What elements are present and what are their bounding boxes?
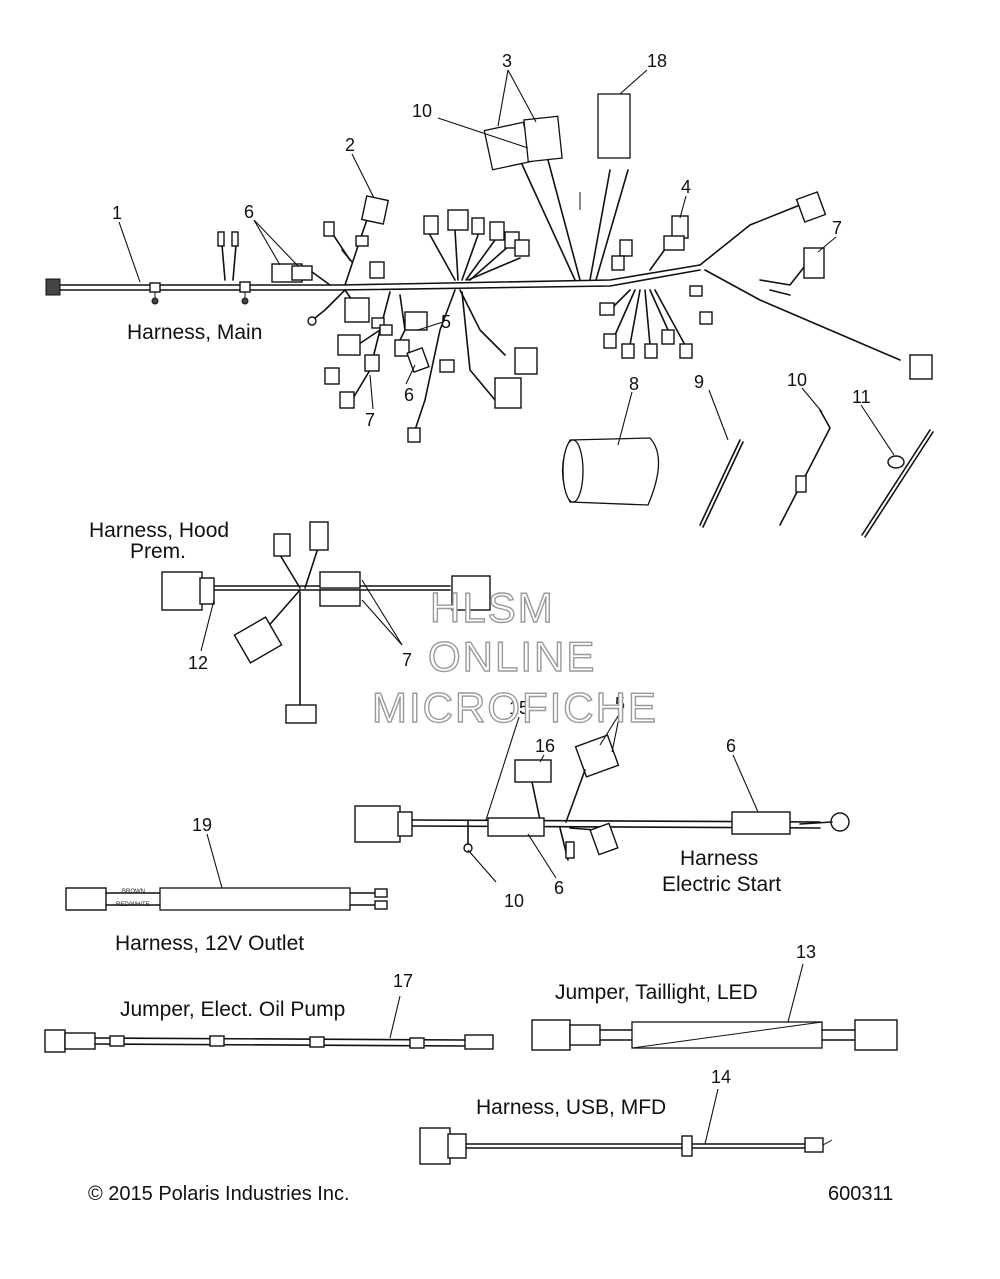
hood-harness bbox=[161, 521, 491, 724]
captions: Harness, Main Harness, Hood Prem. Harnes… bbox=[89, 321, 781, 1119]
caption-harness-hood-line2: Prem. bbox=[130, 540, 186, 563]
callout-hood-12: 12 bbox=[188, 653, 208, 673]
jumper-oil-pump bbox=[44, 1029, 494, 1053]
callout-main-5: 5 bbox=[441, 312, 451, 332]
caption-jumper-oil-pump: Jumper, Elect. Oil Pump bbox=[120, 998, 345, 1021]
caption-harness-12v: Harness, 12V Outlet bbox=[115, 932, 304, 955]
copyright-text: © 2015 Polaris Industries Inc. bbox=[88, 1183, 350, 1205]
callout-main-6-low: 6 bbox=[404, 385, 414, 405]
caption-harness-hood-line1: Harness, Hood bbox=[89, 519, 229, 542]
callout-main-6-top: 6 bbox=[244, 202, 254, 222]
callout-es-10: 10 bbox=[504, 891, 524, 911]
callout-tail-13: 13 bbox=[796, 942, 816, 962]
callout-main-7-left: 7 bbox=[365, 410, 375, 430]
callout-part-9: 9 bbox=[694, 372, 704, 392]
harness-12v-outlet bbox=[65, 887, 388, 911]
caption-harness-electric-line1: Harness bbox=[680, 847, 758, 870]
watermark: HLSM ONLINE MICROFICHE bbox=[371, 583, 658, 731]
callout-part-10: 10 bbox=[787, 370, 807, 390]
part-9-cable-tie bbox=[699, 439, 744, 528]
part-11-push-mount-tie bbox=[861, 429, 934, 538]
main-harness bbox=[45, 93, 933, 443]
callout-es-16: 16 bbox=[535, 736, 555, 756]
watermark-line2: ONLINE bbox=[428, 633, 596, 680]
harness-usb bbox=[419, 1127, 833, 1165]
wire-label-brown: BROWN bbox=[122, 889, 145, 895]
callout-es-6-low: 6 bbox=[554, 878, 564, 898]
callout-main-7-right: 7 bbox=[832, 218, 842, 238]
wire-label-red-white: RED/WHITE bbox=[116, 902, 150, 908]
callout-hood-7: 7 bbox=[402, 650, 412, 670]
footer: © 2015 Polaris Industries Inc. 600311 bbox=[88, 1183, 893, 1205]
caption-harness-usb: Harness, USB, MFD bbox=[476, 1096, 666, 1119]
caption-jumper-taillight: Jumper, Taillight, LED bbox=[555, 981, 758, 1004]
callout-part-11: 11 bbox=[852, 387, 871, 407]
callout-part-8: 8 bbox=[629, 374, 639, 394]
part-10-clip bbox=[779, 409, 831, 526]
callout-main-2: 2 bbox=[345, 135, 355, 155]
callout-numbers: 1 6 2 3 10 18 4 7 5 6 7 8 9 10 11 12 7 1… bbox=[112, 51, 871, 1087]
caption-harness-electric-line2: Electric Start bbox=[662, 873, 781, 896]
callout-es-15: 15 bbox=[509, 698, 529, 718]
leader-lines bbox=[118, 69, 895, 1145]
callout-oil-17: 17 bbox=[393, 971, 413, 991]
callout-main-10: 10 bbox=[412, 101, 432, 121]
watermark-line1: HLSM bbox=[430, 584, 555, 631]
electric-start-harness bbox=[354, 734, 850, 861]
part-8-sleeve bbox=[561, 437, 660, 506]
callout-outlet-19: 19 bbox=[192, 815, 212, 835]
caption-harness-main: Harness, Main bbox=[127, 321, 262, 344]
callout-main-4: 4 bbox=[681, 177, 691, 197]
callout-es-6-right: 6 bbox=[726, 736, 736, 756]
callout-main-18: 18 bbox=[647, 51, 667, 71]
callout-es-5: 5 bbox=[615, 694, 625, 714]
watermark-line3: MICROFICHE bbox=[372, 684, 658, 731]
callout-usb-14: 14 bbox=[711, 1067, 731, 1087]
figure-number: 600311 bbox=[828, 1183, 893, 1205]
callout-main-3: 3 bbox=[502, 51, 512, 71]
jumper-taillight bbox=[531, 1019, 898, 1051]
callout-main-1: 1 bbox=[112, 203, 122, 223]
